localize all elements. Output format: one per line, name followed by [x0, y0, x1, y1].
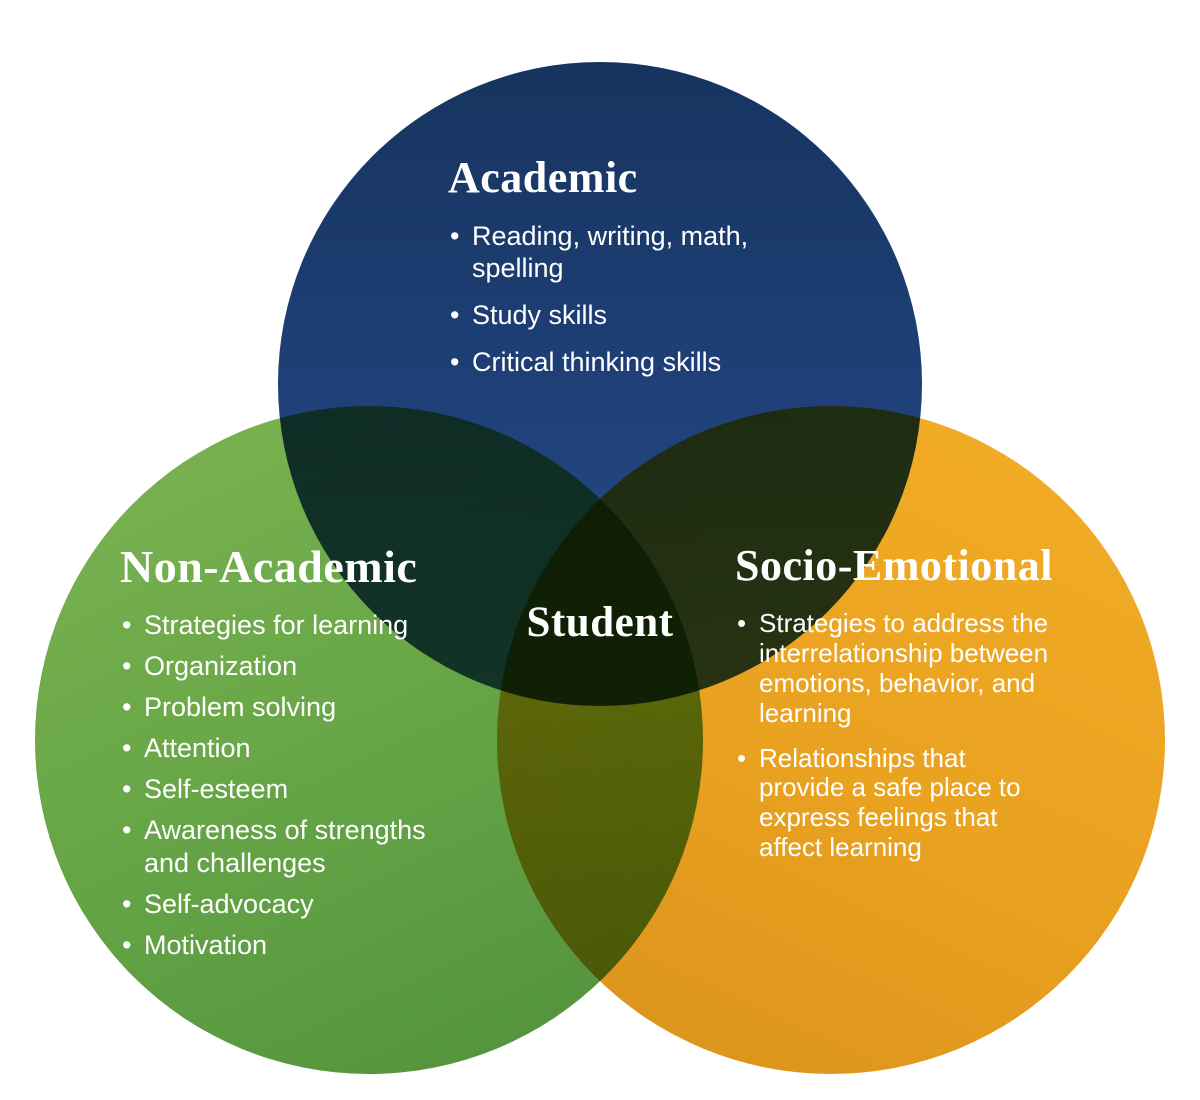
non-academic-section: Non-Academic Strategies for learningOrga…	[120, 540, 460, 969]
list-item: Self-advocacy	[120, 888, 460, 921]
academic-list: Reading, writing, math, spellingStudy sk…	[448, 221, 793, 378]
academic-title: Academic	[448, 153, 638, 202]
list-item: Reading, writing, math, spelling	[448, 221, 793, 285]
list-item: Self-esteem	[120, 773, 460, 806]
socio-emotional-circle	[497, 406, 1165, 1074]
list-item: Strategies to address the interrelations…	[735, 608, 1050, 729]
center-label: Student	[526, 599, 674, 646]
list-item: Attention	[120, 732, 460, 765]
academic-section: Academic Reading, writing, math, spellin…	[448, 152, 793, 393]
list-item: Organization	[120, 650, 460, 683]
list-item: Critical thinking skills	[448, 347, 793, 379]
list-item: Strategies for learning	[120, 609, 460, 642]
non-academic-title: Non-Academic	[120, 541, 418, 592]
socio-emotional-list: Strategies to address the interrelations…	[735, 608, 1050, 864]
socio-emotional-title: Socio-Emotional	[735, 541, 1053, 590]
list-item: Problem solving	[120, 691, 460, 724]
non-academic-list: Strategies for learningOrganizationProbl…	[120, 609, 460, 961]
list-item: Awareness of strengths and challenges	[120, 814, 460, 880]
socio-emotional-section: Socio-Emotional Strategies to address th…	[735, 540, 1053, 878]
list-item: Motivation	[120, 929, 460, 962]
list-item: Relationships that provide a safe place …	[735, 743, 1050, 864]
list-item: Study skills	[448, 300, 793, 332]
